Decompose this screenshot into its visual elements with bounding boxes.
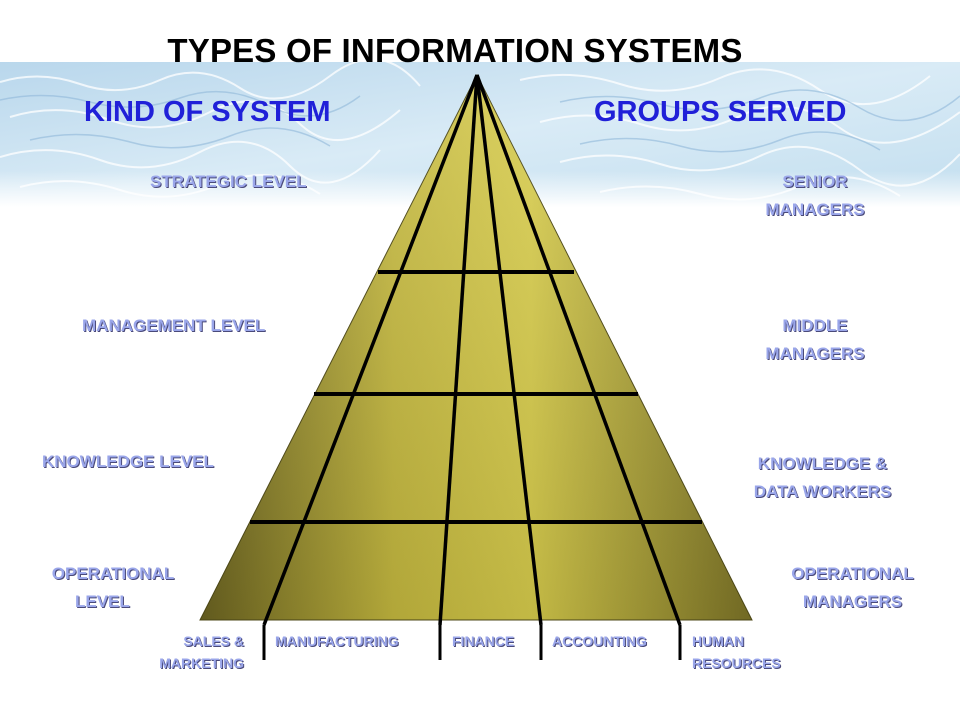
department-dividers (262, 74, 682, 626)
groups-served-header: GROUPS SERVED (594, 96, 847, 128)
group-senior-managers: SENIOR MANAGERS (735, 168, 895, 224)
kind-management-level: MANAGEMENT LEVEL (82, 316, 266, 335)
group-senior-line1: SENIOR (782, 172, 848, 191)
dept-hr-line2: RESOURCES (692, 655, 781, 671)
kind-operational-level: OPERATIONAL LEVEL (38, 560, 188, 616)
group-operational-line2: MANAGERS (802, 592, 903, 611)
page-title: TYPES OF INFORMATION SYSTEMS (167, 32, 743, 69)
dept-sales-marketing: SALES & MARKETING (140, 630, 244, 674)
dept-accounting: ACCOUNTING (552, 633, 647, 649)
kind-operational-line1: OPERATIONAL (51, 564, 175, 583)
group-operational-line1: OPERATIONAL (791, 564, 914, 583)
group-middle-line1: MIDDLE (782, 316, 848, 335)
dept-hr-line1: HUMAN (692, 633, 745, 649)
group-middle-managers: MIDDLE MANAGERS (735, 312, 895, 368)
dept-sales-line2: MARKETING (159, 655, 244, 671)
kind-of-system-header: KIND OF SYSTEM (84, 96, 331, 128)
group-operational-managers: OPERATIONAL MANAGERS (770, 560, 935, 616)
dept-sales-line1: SALES & (183, 633, 244, 649)
dept-finance: FINANCE (452, 633, 515, 649)
kind-knowledge-level: KNOWLEDGE LEVEL (42, 452, 214, 471)
group-knowledge-data-workers: KNOWLEDGE & DATA WORKERS (730, 450, 915, 506)
group-knowledge-line1: KNOWLEDGE & (757, 454, 888, 473)
group-knowledge-line2: DATA WORKERS (753, 482, 892, 501)
group-middle-line2: MANAGERS (765, 344, 865, 363)
group-senior-line2: MANAGERS (765, 200, 865, 219)
kind-strategic-level: STRATEGIC LEVEL (150, 172, 307, 191)
kind-operational-line2: LEVEL (75, 592, 130, 611)
dept-human-resources: HUMAN RESOURCES (692, 630, 781, 674)
dept-manufacturing: MANUFACTURING (275, 633, 399, 649)
level-dividers (250, 270, 702, 524)
department-separators (262, 625, 682, 660)
